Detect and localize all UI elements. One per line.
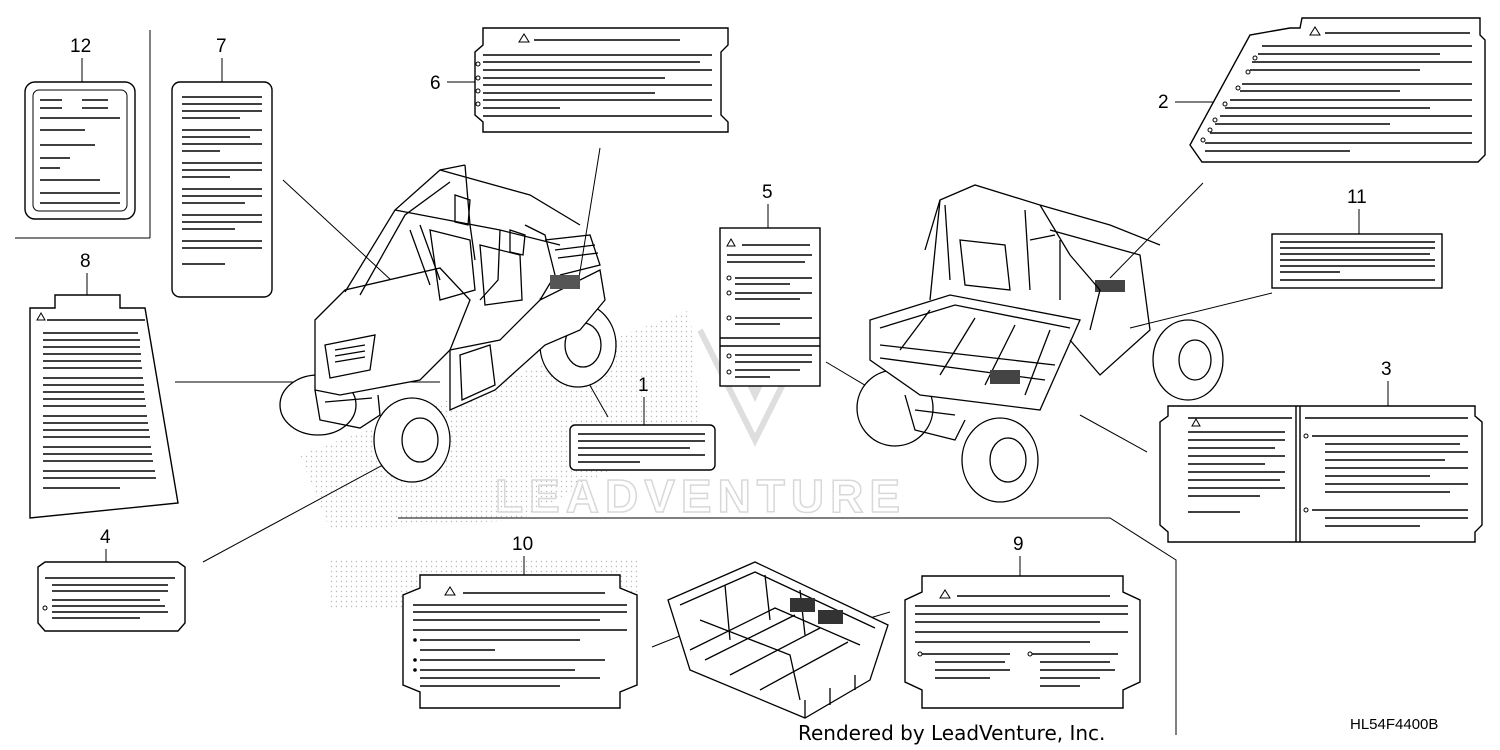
callout-4: 4 xyxy=(100,527,111,548)
vehicle-front-view xyxy=(279,164,617,483)
callout-11: 11 xyxy=(1347,187,1367,208)
callout-12: 12 xyxy=(70,36,91,57)
label-12 xyxy=(24,81,136,220)
label-3 xyxy=(1159,405,1483,543)
label-4 xyxy=(37,561,186,632)
cargo-bed xyxy=(667,561,889,719)
label-7 xyxy=(171,81,273,298)
callout-8: 8 xyxy=(80,251,91,272)
leader-line-11-to-vehicle xyxy=(1129,292,1273,329)
frame-line xyxy=(398,517,1177,735)
callout-1: 1 xyxy=(638,375,649,396)
label-5 xyxy=(719,227,821,387)
leader-line-3-to-vehicle xyxy=(1079,414,1148,453)
callout-7: 7 xyxy=(216,36,227,57)
callout-5: 5 xyxy=(762,182,773,203)
label-2 xyxy=(1189,17,1486,163)
credit-text: Rendered by LeadVenture, Inc. xyxy=(798,721,1105,745)
label-8 xyxy=(29,294,179,519)
leader-line-6-to-vehicle xyxy=(576,147,601,291)
diagram-code: HL54F4400B xyxy=(1350,716,1438,733)
label-11 xyxy=(1271,233,1443,289)
callout-10: 10 xyxy=(512,534,533,555)
callout-6: 6 xyxy=(430,73,441,94)
callout-3: 3 xyxy=(1381,359,1392,380)
label-9 xyxy=(904,575,1141,709)
vehicle-rear-view xyxy=(856,184,1224,503)
label-10 xyxy=(402,574,638,709)
callout-9: 9 xyxy=(1013,534,1024,555)
leader-line-2-to-vehicle xyxy=(1109,182,1204,279)
label-1 xyxy=(569,424,716,471)
callout-2: 2 xyxy=(1158,92,1169,113)
label-6 xyxy=(474,27,729,133)
watermark-text: LEADVENTURE xyxy=(495,470,906,522)
